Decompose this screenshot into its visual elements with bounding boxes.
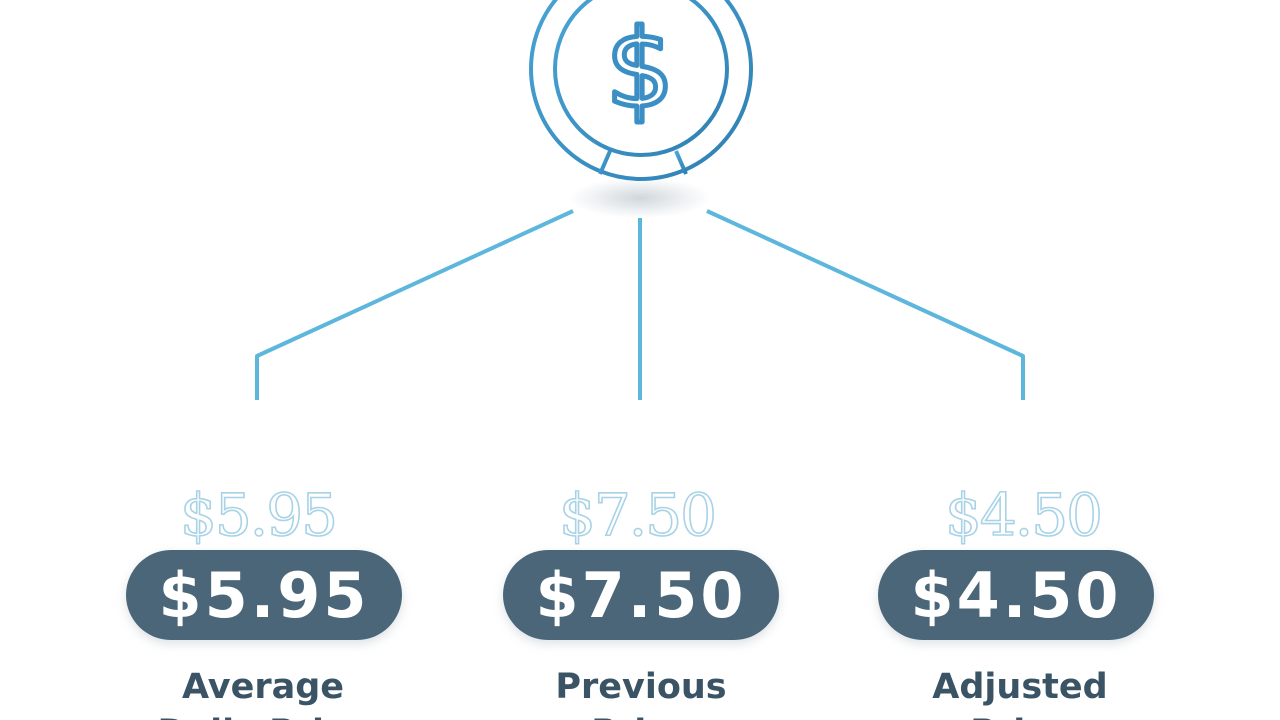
- ghost-price-previous: $7.50: [558, 480, 718, 550]
- price-value-adjusted: $4.50: [910, 558, 1122, 632]
- label-line: Price: [491, 710, 791, 720]
- price-value-average: $5.95: [158, 558, 370, 632]
- hub-shadow: [570, 178, 710, 218]
- price-badge-average: $5.95: [126, 550, 402, 640]
- connector-right: [706, 209, 1025, 400]
- label-previous-price: Previous Price: [491, 664, 791, 720]
- dollar-sign-coin-icon: $: [529, 0, 753, 181]
- connector-left: [255, 209, 574, 400]
- label-line: Average: [181, 667, 345, 707]
- label-line: Price: [870, 710, 1170, 720]
- price-value-previous: $7.50: [535, 558, 747, 632]
- price-badge-adjusted: $4.50: [878, 550, 1154, 640]
- label-average-daily-price: Average Daily Price: [113, 664, 413, 720]
- ghost-price-average: $5.95: [179, 480, 339, 550]
- label-adjusted-price: Adjusted Price: [870, 664, 1170, 720]
- label-line: Adjusted: [932, 667, 1108, 707]
- price-badge-previous: $7.50: [503, 550, 779, 640]
- label-line: Daily Price: [113, 710, 413, 720]
- label-line: Previous: [555, 667, 727, 707]
- hub-dollar-symbol: $: [606, 7, 675, 132]
- ghost-price-adjusted: $4.50: [944, 480, 1104, 550]
